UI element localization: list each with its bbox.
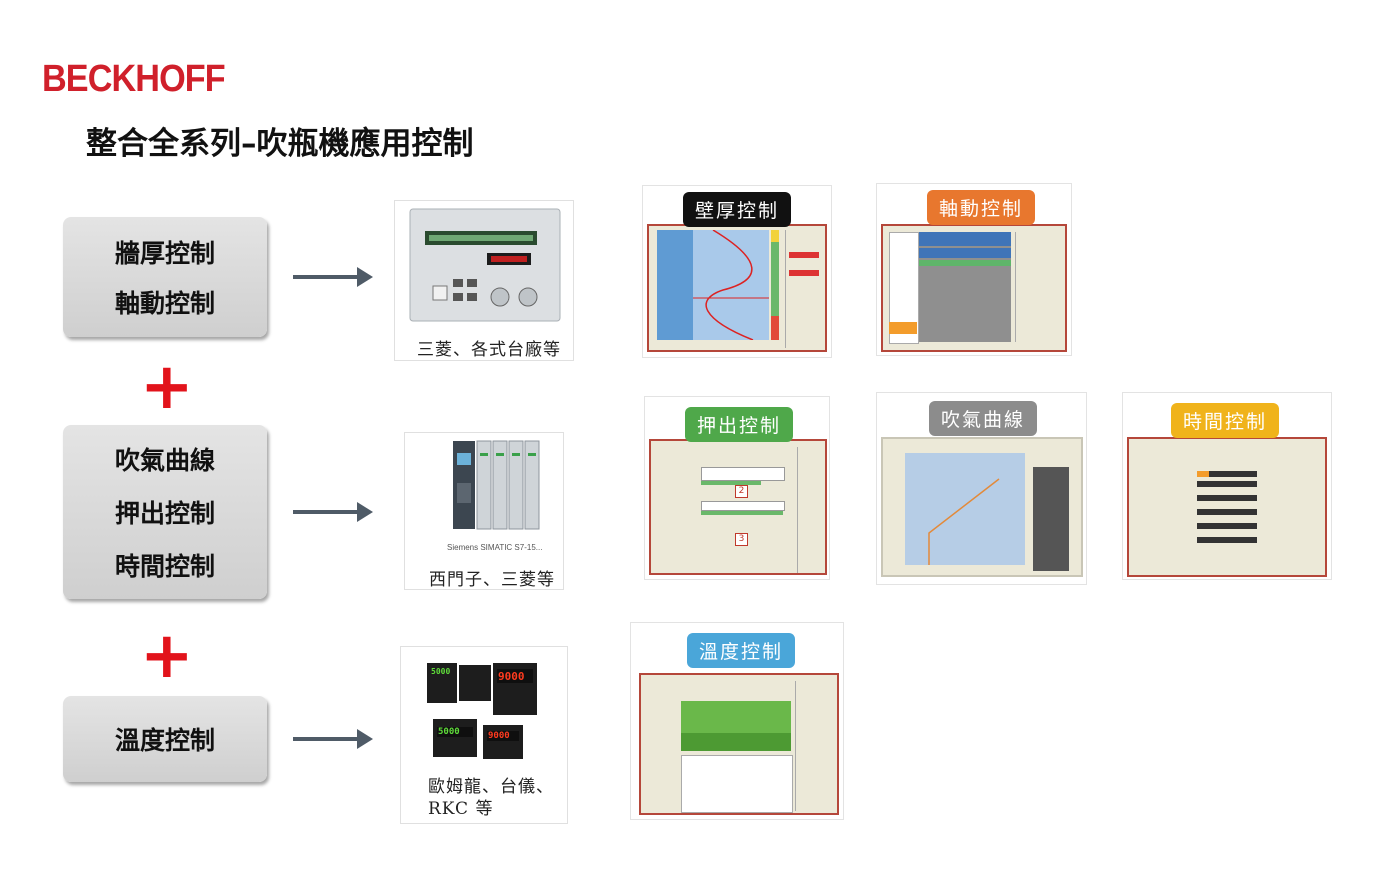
product-card-controller: 三菱、各式台廠等 <box>394 200 574 361</box>
group-label-extrude: 押出控制 <box>114 498 215 528</box>
page-title: 整合全系列–吹瓶機應用控制 <box>86 126 474 162</box>
group-box-wall-axis: 牆厚控制 軸動控制 <box>63 217 267 337</box>
panel-label-axis-motion: 軸動控制 <box>927 190 1036 225</box>
group-label-time: 時間控制 <box>114 551 215 581</box>
panel-blow-curve: 吹氣曲線 <box>876 392 1087 585</box>
display-value: 9000 <box>488 731 510 741</box>
product-card-temp-controllers: 9000 5000 9000 5000 歐姆龍、台儀、 RKC 等 <box>400 646 568 824</box>
group-label-wall-thickness: 牆厚控制 <box>114 239 215 268</box>
panel-label-wall-thickness: 壁厚控制 <box>683 192 792 227</box>
beckhoff-logo: BECKHOFF <box>42 58 226 100</box>
controller-device-image <box>409 208 561 322</box>
panel-extrusion: 2 3 押出控制 <box>644 396 830 580</box>
group-label-blow-curve: 吹氣曲線 <box>114 446 215 476</box>
panel-timing: 時間控制 <box>1122 392 1332 580</box>
temperature-controller-image <box>427 663 537 759</box>
plus-icon: + <box>140 350 194 424</box>
group-box-temperature: 溫度控制 <box>63 696 267 782</box>
arrow-icon <box>293 729 373 749</box>
product-caption-line2: RKC 等 <box>428 799 494 819</box>
plc-image-caption: Siemens SIMATIC S7-15... <box>447 543 543 552</box>
panel-temperature: 溫度控制 <box>630 622 844 820</box>
display-value: 9000 <box>498 670 525 683</box>
group-label-axis: 軸動控制 <box>114 289 215 318</box>
panel-label-temperature: 溫度控制 <box>687 633 796 668</box>
display-value: 5000 <box>438 727 460 737</box>
product-caption-line1: 歐姆龍、台儀、 <box>428 777 554 797</box>
panel-axis-motion: 軸動控制 <box>876 183 1072 356</box>
group-label-temperature: 溫度控制 <box>114 726 215 755</box>
group-box-blow-extrude-time: 吹氣曲線 押出控制 時間控制 <box>63 425 267 599</box>
product-caption: 三菱、各式台廠等 <box>417 340 561 360</box>
panel-label-timing: 時間控制 <box>1171 403 1280 438</box>
arrow-icon <box>293 267 373 287</box>
plus-icon: + <box>140 619 194 693</box>
panel-label-extrusion: 押出控制 <box>685 407 794 442</box>
plc-device-image <box>453 440 540 530</box>
panel-wall-thickness: 壁厚控制 <box>642 185 832 358</box>
display-value: 5000 <box>431 667 451 676</box>
product-card-plc: Siemens SIMATIC S7-15... 西門子、三菱等 <box>404 432 564 590</box>
panel-label-blow-curve: 吹氣曲線 <box>929 401 1038 436</box>
product-caption: 西門子、三菱等 <box>429 570 555 590</box>
arrow-icon <box>293 502 373 522</box>
